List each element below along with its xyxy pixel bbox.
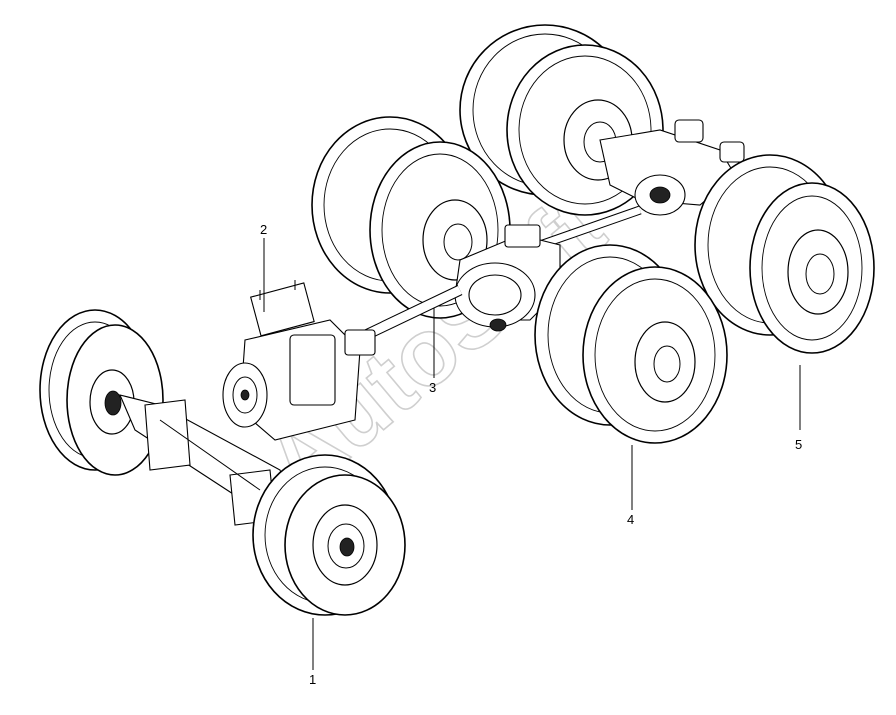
front-right-wheel [252,454,406,616]
callout-leaders [263,238,801,670]
rear-right-wheel [694,154,875,354]
callout-2: 2 [260,222,267,237]
transfer-case [222,280,376,441]
mid-back-wheel [311,116,511,319]
callout-3: 3 [429,380,436,395]
callout-labels: 1 2 3 4 5 [260,222,802,687]
mid-right-wheel [534,244,728,444]
callout-1: 1 [309,672,316,687]
rear-differential [599,119,745,216]
callout-5: 5 [795,437,802,452]
callout-4: 4 [627,512,634,527]
propeller-shaft-rear [538,205,642,250]
middle-differential [454,224,561,332]
front-left-wheel [39,309,164,476]
middle-axle-group [311,116,728,444]
front-axle-group [39,309,406,616]
rear-axle-group [459,24,875,354]
